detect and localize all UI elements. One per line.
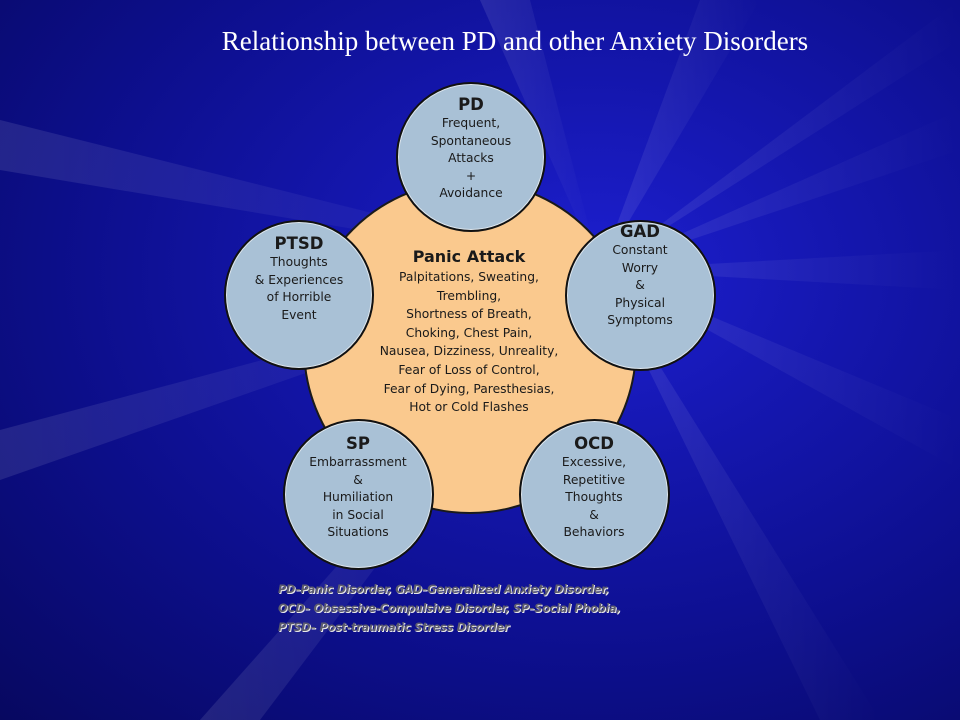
ocd-circle — [519, 419, 670, 570]
symptom-line: Trembling, — [436, 288, 502, 303]
abbreviations-footnote: PD–Panic Disorder, GAD–Generalized Anxie… — [278, 580, 718, 637]
pd-heading: PD — [458, 95, 484, 114]
sp-line: Situations — [327, 525, 389, 540]
symptom-line: Shortness of Breath, — [406, 307, 532, 322]
gad-line: Physical — [614, 295, 666, 310]
ocd-heading: OCD — [574, 434, 614, 453]
sp-line: Embarrassment — [309, 455, 407, 469]
gad-text: GAD Constant Worry & Physical Symptoms — [575, 221, 705, 330]
ocd-line: & — [589, 507, 599, 522]
gad-line: & — [635, 278, 645, 293]
pd-line: Avoidance — [439, 186, 503, 201]
gad-circle — [565, 220, 716, 371]
pd-line: Spontaneous — [430, 133, 512, 148]
slide-title: Relationship between PD and other Anxiet… — [221, 26, 809, 56]
symptom-line: Fear of Dying, Paresthesias, — [383, 381, 555, 396]
gad-line: Symptoms — [607, 313, 673, 328]
ptsd-line: Thoughts — [270, 255, 328, 269]
ocd-line: Thoughts — [565, 490, 623, 505]
symptom-line: Choking, Chest Pain, — [405, 325, 533, 340]
sp-circle — [283, 419, 434, 570]
sp-line: & — [353, 472, 363, 487]
panic-attack-heading: Panic Attack — [412, 247, 526, 266]
ptsd-heading: PTSD — [274, 234, 324, 253]
ocd-text: OCD Excessive, Repetitive Thoughts & Beh… — [529, 433, 659, 542]
pd-line: Frequent, — [441, 116, 501, 130]
ocd-line: Repetitive — [562, 472, 626, 487]
sp-line: in Social — [332, 507, 384, 522]
footnote-line: PTSD– Post-traumatic Stress Disorder — [278, 621, 510, 634]
sp-line: Humiliation — [322, 490, 394, 505]
ptsd-line: Event — [281, 307, 317, 322]
ptsd-line: of Horrible — [266, 290, 332, 305]
pd-line: Attacks — [448, 151, 494, 166]
symptom-line: Fear of Loss of Control, — [398, 362, 540, 377]
pd-text: PD Frequent, Spontaneous Attacks + Avoid… — [406, 94, 536, 203]
sp-heading: SP — [346, 434, 370, 453]
symptom-line: Hot or Cold Flashes — [409, 400, 529, 415]
gad-line: Worry — [621, 260, 659, 275]
symptom-line: Palpitations, Sweating, — [399, 270, 539, 284]
ptsd-circle — [224, 220, 374, 370]
ocd-line: Excessive, — [561, 455, 627, 469]
anxiety-disorders-diagram: Panic Attack Palpitations, Sweating, Tre… — [224, 80, 716, 570]
gad-line: Constant — [612, 243, 668, 257]
pd-line: + — [465, 168, 477, 183]
ocd-line: Behaviors — [563, 525, 625, 540]
ptsd-text: PTSD Thoughts & Experiences of Horrible … — [234, 233, 364, 324]
pd-circle — [396, 82, 546, 232]
footnote-line: PD–Panic Disorder, GAD–Generalized Anxie… — [278, 583, 609, 596]
sp-text: SP Embarrassment & Humiliation in Social… — [293, 433, 423, 542]
symptom-line: Nausea, Dizziness, Unreality, — [379, 344, 559, 359]
ptsd-line: & Experiences — [254, 272, 344, 287]
panic-attack-text: Panic Attack Palpitations, Sweating, Tre… — [349, 246, 589, 417]
footnote-line: OCD– Obsessive-Compulsive Disorder, SP–S… — [278, 602, 621, 615]
gad-heading: GAD — [619, 222, 660, 241]
